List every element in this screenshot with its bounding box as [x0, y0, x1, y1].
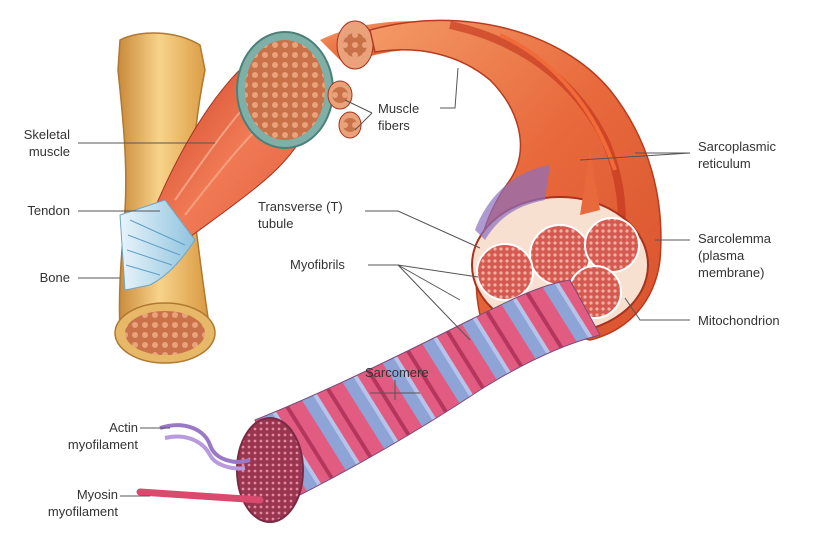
label-actin-myofilament: Actin myofilament [60, 419, 138, 453]
label-myofibrils: Myofibrils [290, 256, 345, 273]
label-mitochondrion: Mitochondrion [698, 312, 780, 329]
label-sarcoplasmic-reticulum: Sarcoplasmic reticulum [698, 138, 776, 172]
label-myosin-myofilament: Myosin myofilament [40, 486, 118, 520]
label-bone: Bone [8, 269, 70, 286]
label-transverse-tubule: Transverse (T) tubule [258, 198, 343, 232]
fascicle-cross-section [237, 32, 333, 148]
myofibril-striped [237, 280, 600, 522]
actin-filaments [160, 425, 250, 468]
label-tendon: Tendon [8, 202, 70, 219]
label-sarcomere: Sarcomere [365, 364, 429, 381]
label-sarcolemma: Sarcolemma (plasma membrane) [698, 230, 771, 281]
label-muscle-fibers: Muscle fibers [378, 100, 419, 134]
label-skeletal-muscle: Skeletal muscle [8, 126, 70, 160]
